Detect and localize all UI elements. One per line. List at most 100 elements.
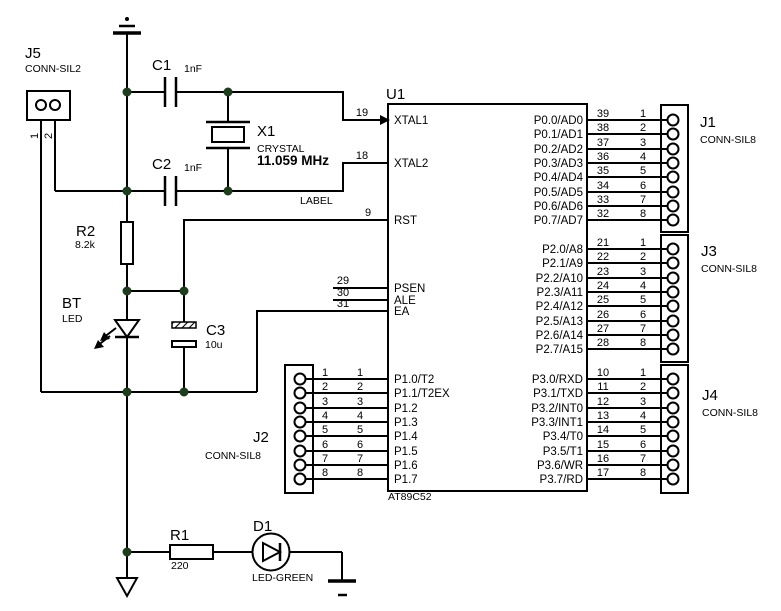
pin-label: P1.0/T2 <box>394 374 434 386</box>
component-type: CRYSTAL <box>257 143 305 155</box>
connector-pin-number: 3 <box>322 396 328 408</box>
junction-dot <box>122 547 132 557</box>
chip-pin-number: 24 <box>597 280 609 292</box>
pin-label: P1.5 <box>394 446 418 458</box>
pin-number: 29 <box>337 275 349 287</box>
pin-label: P2.0/A8 <box>542 244 583 256</box>
wire <box>183 219 388 322</box>
connector-pin-number: 5 <box>640 165 646 177</box>
pin-label: P0.2/AD2 <box>534 144 583 156</box>
pin-label: P0.3/AD3 <box>534 158 583 170</box>
chip-pin-number: 32 <box>597 208 609 220</box>
connector-pad <box>666 328 680 342</box>
connector-pad <box>666 113 680 127</box>
connector-pin-number: 2 <box>640 381 646 393</box>
junction-dot <box>122 286 132 296</box>
component-type: CONN-SIL8 <box>702 407 758 419</box>
connector-pin-number: 6 <box>640 439 646 451</box>
chip-pin-number: 13 <box>597 410 609 422</box>
connector-pad <box>666 199 680 213</box>
component-ref: BT <box>62 295 81 312</box>
connector-pin-number: 5 <box>322 424 328 436</box>
chip-pin-number: 35 <box>597 165 609 177</box>
connector-pad <box>666 242 680 256</box>
connector-pin-number: 2 <box>640 251 646 263</box>
connector-pad <box>666 213 680 227</box>
pin-number: 31 <box>337 298 349 310</box>
pin-label: P0.5/AD5 <box>534 187 583 199</box>
resistor-r1: R1 220 <box>169 527 214 572</box>
connector-pin-number: 1 <box>640 367 646 379</box>
chip-pin-number: 38 <box>597 122 609 134</box>
chip-pin-number: 25 <box>597 294 609 306</box>
emission-arrow-head <box>94 340 104 349</box>
pin-label: P3.2/INT0 <box>531 403 583 415</box>
pin-label: P3.0/RXD <box>532 374 583 386</box>
component-ref: U1 <box>386 86 405 103</box>
pin-number: 2 <box>43 133 55 139</box>
connector-pin-number: 8 <box>640 208 646 220</box>
component-ref: C2 <box>152 156 171 173</box>
connector-body <box>284 364 314 494</box>
pin-label: P1.6 <box>394 460 418 472</box>
junction-dot <box>179 387 189 397</box>
pin-label: P2.2/A10 <box>536 273 583 285</box>
pin-label: P2.1/A9 <box>542 258 583 270</box>
chip-pin-number: 22 <box>597 251 609 263</box>
connector-pad <box>49 99 61 111</box>
junction-dot <box>223 87 233 97</box>
component-value: 1nF <box>184 63 202 75</box>
connector-body <box>660 364 689 494</box>
chip-pin-number: 21 <box>597 237 609 249</box>
pin-label: PSEN <box>394 283 425 295</box>
capacitor-c2: C2 1nF <box>152 156 202 206</box>
component-ref: J4 <box>702 387 718 404</box>
chip-pin-number: 14 <box>597 424 609 436</box>
connector-pin-number: 2 <box>322 381 328 393</box>
junction-dot <box>122 87 132 97</box>
connector-pin-number: 6 <box>640 309 646 321</box>
pin-label: P1.7 <box>394 474 418 486</box>
connector-pin-number: 5 <box>640 294 646 306</box>
connector-pad <box>666 429 680 443</box>
connector-pad <box>666 127 680 141</box>
component-ref: J3 <box>701 243 717 260</box>
connector-pin-number: 6 <box>640 180 646 192</box>
component-ref: X1 <box>257 123 275 140</box>
chip-pin-number: 37 <box>597 137 609 149</box>
connector-pad <box>666 372 680 386</box>
pin-number: 1 <box>29 133 41 139</box>
component-value: 11.059 MHz <box>257 153 329 168</box>
pin-label: P2.3/A11 <box>537 287 583 299</box>
pin-number: 9 <box>365 207 371 219</box>
chip-pin-number: 5 <box>357 424 363 436</box>
connector-pin-number: 7 <box>640 194 646 206</box>
pin-label: P3.3/INT1 <box>531 417 583 429</box>
junction-dot <box>122 186 132 196</box>
connector-pad <box>666 142 680 156</box>
ground-symbol-right <box>328 579 356 597</box>
pin-row: 34 6P0.5/AD5 <box>534 180 680 199</box>
pin-label: P1.2 <box>394 403 418 415</box>
pin-number: 18 <box>356 150 368 162</box>
pin-label: P1.4 <box>394 431 418 443</box>
connector-pad <box>293 401 307 415</box>
connector-pin-number: 2 <box>640 122 646 134</box>
component-ref: R2 <box>76 223 95 240</box>
chip-pin-number: 34 <box>597 180 609 192</box>
